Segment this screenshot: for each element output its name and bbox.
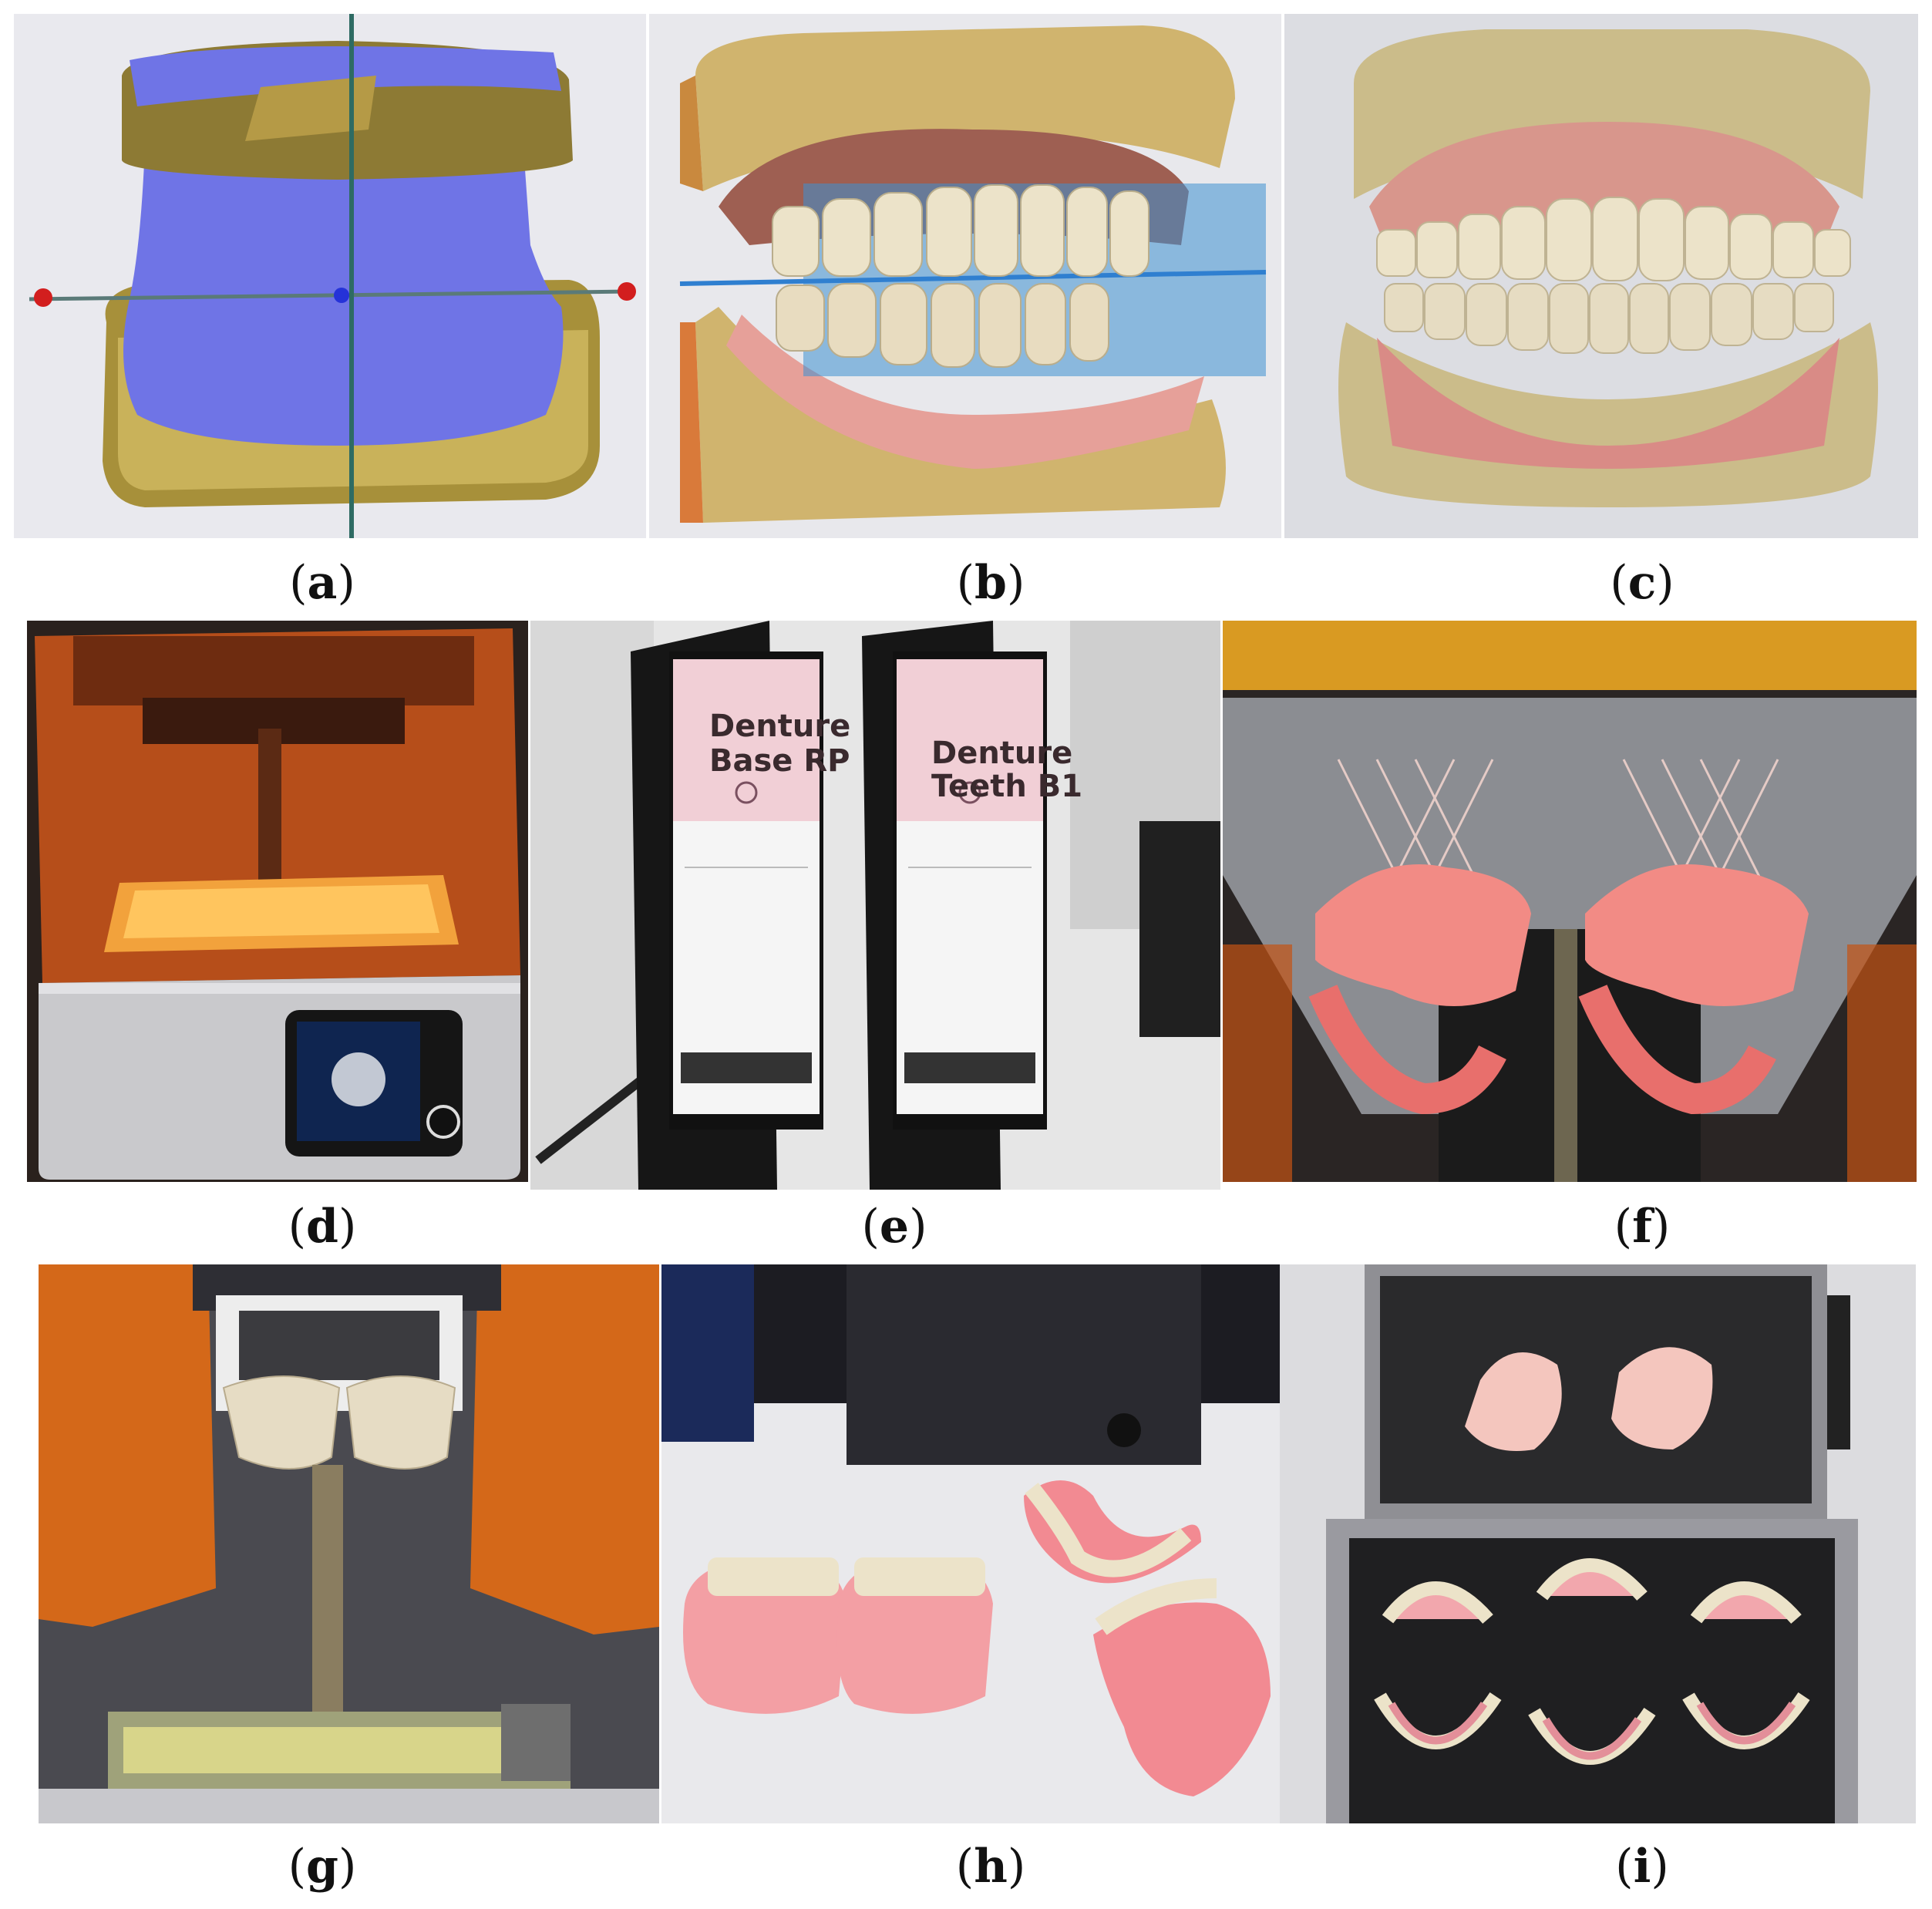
caption-c: (c) xyxy=(1610,556,1675,610)
caption-b: (b) xyxy=(956,556,1025,610)
caption-h: (h) xyxy=(955,1840,1026,1894)
caption-f: (f) xyxy=(1614,1200,1671,1254)
panel-g-teeth-print-image xyxy=(39,1264,659,1823)
panel-e-cartridges-image: Denture Base RP Denture Teeth B1 xyxy=(530,621,1220,1190)
panel-h-printed-dentures-image xyxy=(661,1264,1290,1823)
caption-d: (d) xyxy=(288,1200,357,1254)
cartridge-1-line1: Denture xyxy=(709,709,850,744)
caption-i: (i) xyxy=(1615,1840,1669,1894)
caption-g: (g) xyxy=(288,1840,357,1894)
panel-d-printer-image xyxy=(27,621,528,1182)
caption-a: (a) xyxy=(289,556,355,610)
panel-f-build-platform-image xyxy=(1223,621,1917,1182)
cartridge-2-line2: Teeth B1 xyxy=(931,769,1082,804)
panel-i-finished-dentures-image xyxy=(1280,1264,1916,1823)
caption-e: (e) xyxy=(861,1200,927,1254)
cartridge-1-line2: Base RP xyxy=(709,743,850,779)
cartridge-2-line1: Denture xyxy=(931,736,1072,771)
panel-a-scan-image xyxy=(14,14,646,538)
panel-c-render-image xyxy=(1284,14,1918,538)
panel-b-design-image xyxy=(649,14,1281,538)
